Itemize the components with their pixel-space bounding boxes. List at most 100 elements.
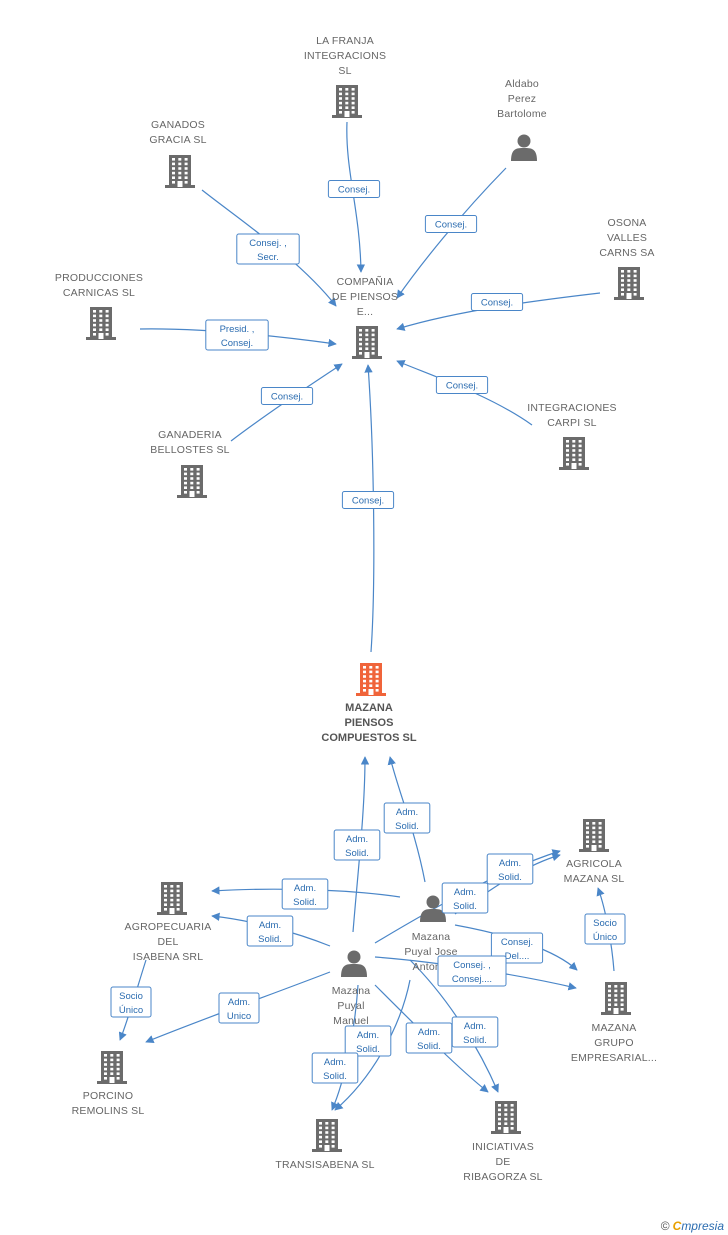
node-label-line: COMPAÑIA	[337, 275, 394, 288]
edge-main-to-compania	[364, 364, 375, 653]
node-label-line: VALLES	[607, 232, 647, 244]
edge-label-text: Adm.	[499, 858, 521, 869]
node-label-line: MAZANA SL	[564, 873, 625, 885]
edge-label-text: Adm.	[294, 883, 316, 894]
edge-label-producciones-compania[interactable]: Presid. ,Consej.	[205, 319, 269, 351]
edge-label-text: Adm.	[418, 1027, 440, 1038]
node-label-line: CARNS SA	[599, 247, 654, 259]
edge-label-box	[236, 233, 300, 265]
agricola-building-icon[interactable]	[579, 819, 609, 852]
edge-label-text: Consej.	[446, 381, 478, 392]
franja-building-icon[interactable]	[332, 85, 362, 118]
node-label-transisabena[interactable]: TRANSISABENA SL	[275, 1159, 374, 1171]
node-label-line: BELLOSTES SL	[150, 444, 229, 456]
edge-aldabo-to-compania	[396, 167, 507, 299]
node-label-line: INTEGRACIONES	[527, 402, 617, 414]
edge-label-manuel-agricola[interactable]: Adm.Solid.	[486, 853, 534, 885]
grupo-building-icon[interactable]	[601, 982, 631, 1015]
edge-label-text: Consej....	[452, 974, 492, 985]
edge-label-box	[344, 1025, 392, 1057]
node-label-line: INTEGRACIONS	[304, 50, 386, 62]
edge-label-box	[490, 932, 544, 964]
node-label-line: INICIATIVAS	[472, 1141, 534, 1153]
integraciones-building-icon[interactable]	[559, 437, 589, 470]
copyright-symbol: ©	[660, 1219, 670, 1233]
edge-label-box	[260, 387, 314, 405]
edge-label-text: Adm.	[259, 920, 281, 931]
edge-label-text: Consej.	[501, 937, 533, 948]
iniciativas-building-icon[interactable]	[491, 1101, 521, 1134]
edge-label-manuel-agropecuaria[interactable]: Adm.Solid.	[246, 915, 294, 947]
edge-label-manuel-iniciativas[interactable]: Adm.Solid.	[405, 1022, 453, 1054]
node-label-line: MAZANA	[592, 1022, 637, 1034]
edge-label-aldabo-compania[interactable]: Consej.	[424, 215, 478, 233]
edge-label-manuel-transisabena[interactable]: Adm.Solid.	[344, 1025, 392, 1057]
node-label-line: GRACIA SL	[149, 134, 206, 146]
edge-label-box	[451, 1016, 499, 1048]
edge-label-integraciones-compania[interactable]: Consej.	[435, 376, 489, 394]
footer-brand[interactable]: ©Cmpresia	[661, 1219, 724, 1233]
edge-label-text: Adm.	[396, 807, 418, 818]
edge-label-franja-compania[interactable]: Consej.	[327, 180, 381, 198]
edge-label-jose-agricola[interactable]: Adm.Solid.	[441, 882, 489, 914]
transisabena-building-icon[interactable]	[312, 1119, 342, 1152]
edge-label-text: Consej.	[435, 220, 467, 231]
edge-label-text: Secr.	[257, 252, 279, 263]
ganados-building-icon[interactable]	[165, 155, 195, 188]
edge-label-text: Solid.	[463, 1035, 487, 1046]
edge-label-manuel-grupo[interactable]: Consej. ,Consej....	[437, 955, 507, 987]
porcino-building-icon[interactable]	[97, 1051, 127, 1084]
edge-label-text: Solid.	[323, 1071, 347, 1082]
jose-person-icon[interactable]	[420, 895, 446, 923]
ganaderia-building-icon[interactable]	[177, 465, 207, 498]
aldabo-person-icon[interactable]	[511, 134, 537, 162]
edge-label-jose-transisabena[interactable]: Adm.Solid.	[311, 1052, 359, 1084]
producciones-building-icon[interactable]	[86, 307, 116, 340]
manuel-person-icon[interactable]	[341, 950, 367, 978]
agropecuaria-building-icon[interactable]	[157, 882, 187, 915]
edge-label-jose-agropecuaria[interactable]: Adm. Solid.	[281, 878, 329, 910]
edge-label-ganados-compania[interactable]: Consej. ,Secr.	[236, 233, 300, 265]
node-label-line: REMOLINS SL	[72, 1105, 145, 1117]
node-label-grupo[interactable]: MAZANAGRUPOEMPRESARIAL...	[571, 1022, 657, 1064]
edge-label-ganaderia-compania[interactable]: Consej.	[260, 387, 314, 405]
edge-label-box	[470, 293, 524, 311]
osona-building-icon[interactable]	[614, 267, 644, 300]
edge-label-osona-compania[interactable]: Consej.	[470, 293, 524, 311]
edge-label-jose-main[interactable]: Adm.Solid.	[383, 802, 431, 834]
edge-label-jose-grupo[interactable]: Consej.Del....	[490, 932, 544, 964]
node-label-line: Puyal	[337, 1000, 364, 1012]
node-label-line: GRUPO	[594, 1037, 634, 1049]
node-label-line: RIBAGORZA SL	[463, 1171, 542, 1183]
edge-label-manuel-main[interactable]: Adm.Solid.	[333, 829, 381, 861]
edge-label-text: Adm.	[454, 887, 476, 898]
node-label-line: PRODUCCIONES	[55, 272, 143, 284]
edge-label-manuel-porcino[interactable]: Adm.Unico	[218, 992, 260, 1024]
edge-label-jose-iniciativas[interactable]: Adm. Solid.	[451, 1016, 499, 1048]
compania-building-icon[interactable]	[352, 326, 382, 359]
brand-initial: C	[672, 1219, 682, 1233]
edge-label-text: Adm.	[464, 1021, 486, 1032]
node-label-line: PIENSOS	[345, 717, 394, 729]
edge-label-text: Solid.	[293, 897, 317, 908]
main-building-icon[interactable]	[356, 663, 386, 696]
edge-label-box	[584, 913, 626, 945]
edge-label-main-compania[interactable]: Consej.	[341, 491, 395, 509]
